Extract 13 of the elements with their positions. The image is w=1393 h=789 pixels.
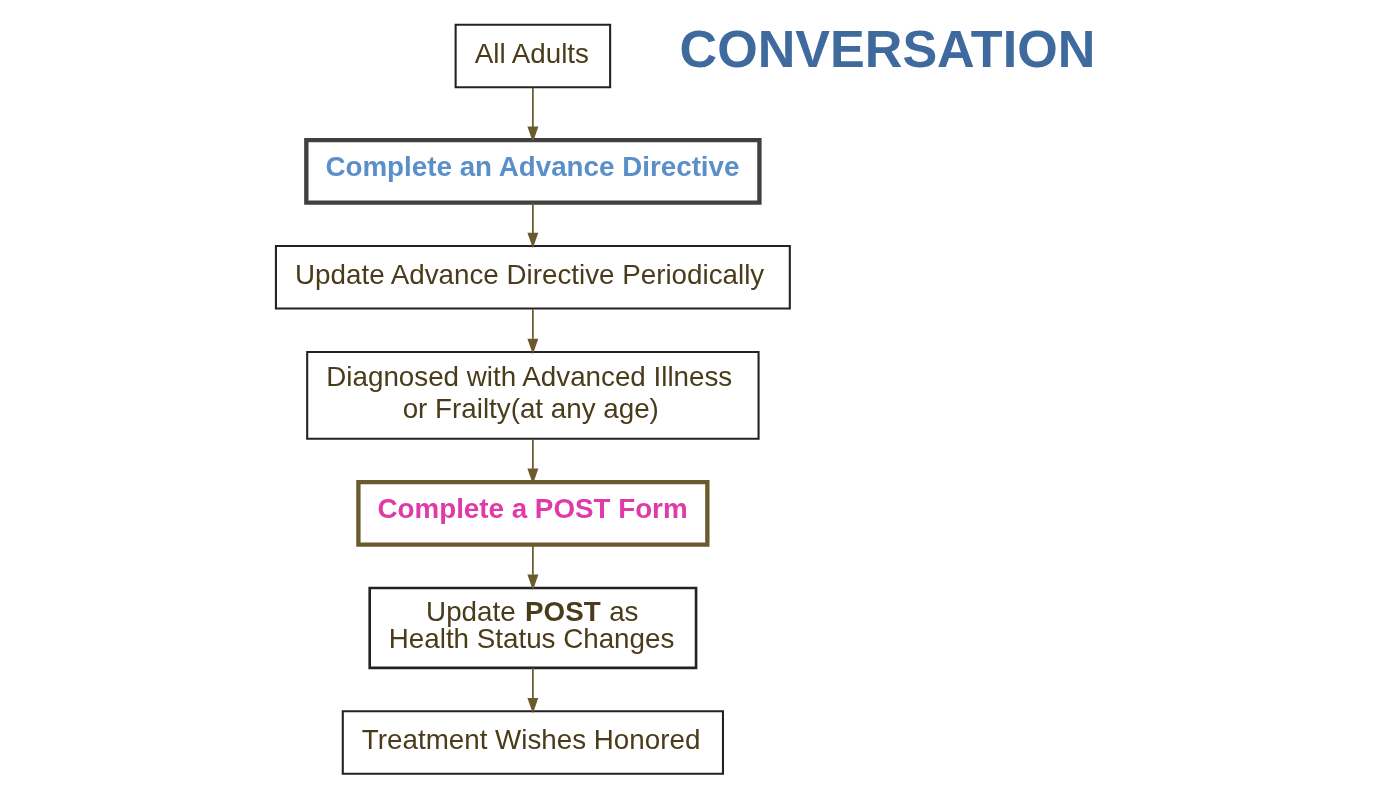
node-box: All Adults [454, 23, 612, 89]
node-box: Update Advance Directive Periodically [274, 245, 791, 310]
arrow [527, 308, 539, 355]
arrow [527, 201, 539, 249]
arrow [527, 544, 539, 591]
label: CONVERSATION [679, 20, 1096, 79]
node-box: Diagnosed with Advanced Illness or Frailty(at any age) [306, 350, 760, 440]
node-box: Complete a POST Form [356, 480, 710, 547]
node-box: Treatment Wishes Honored [341, 710, 724, 775]
arrow [527, 667, 539, 714]
node-box: Update POST as Health Status Changes [368, 586, 698, 670]
node-box: Complete an Advance Directive [304, 138, 762, 205]
arrow [527, 86, 539, 143]
